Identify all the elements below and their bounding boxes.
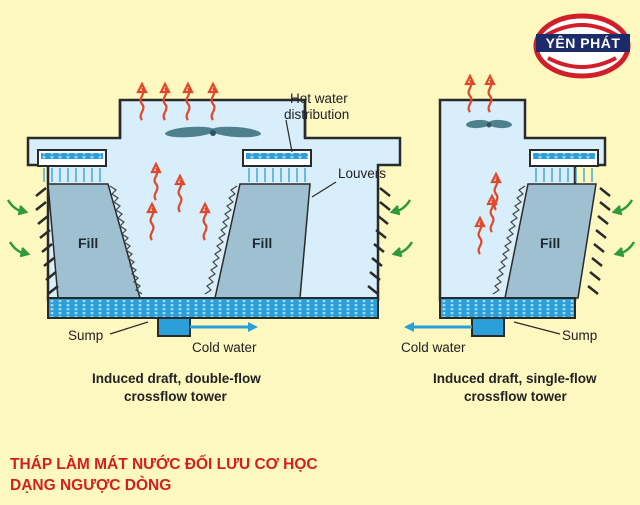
right-water-spray (535, 168, 593, 182)
left-drift-eliminator-2 (204, 185, 238, 295)
left-sump (157, 317, 191, 337)
right-caption-line-2: crossflow tower (464, 389, 568, 404)
left-sump-label: Sump (68, 328, 103, 343)
left-drift-eliminator-1 (109, 185, 143, 295)
left-cold-water-basin (47, 297, 379, 319)
left-caption-line-2: crossflow tower (124, 389, 228, 404)
left-caption-line-1: Induced draft, double-flow (92, 371, 261, 386)
logo-text: YÊN PHÁT (546, 34, 621, 51)
page-title-line-2: DẠNG NGƯỢC DÒNG (10, 477, 172, 494)
right-distribution-basin (529, 149, 599, 167)
right-drift-eliminator (492, 185, 526, 295)
hot-water-label: Hot water (290, 91, 348, 106)
right-fill-media (504, 183, 597, 299)
louvers-label: Louvers (338, 166, 386, 181)
left-fan-icon (165, 126, 261, 138)
left-distribution-basin-1 (37, 149, 107, 167)
left-water-spray (43, 168, 306, 182)
right-tower: Fill Sump Cold water Induced draft, sing… (401, 74, 636, 404)
right-cold-water-basin (439, 297, 576, 319)
page-title-line-1: THÁP LÀM MÁT NƯỚC ĐỐI LƯU CƠ HỌC (10, 456, 318, 473)
left-cold-water-arrow (190, 322, 258, 332)
right-cold-water-arrow (404, 322, 472, 332)
left-fill-label-2: Fill (252, 235, 272, 251)
yen-phat-logo: YÊN PHÁT (533, 13, 631, 79)
right-sump-label: Sump (562, 328, 597, 343)
right-cold-water-label: Cold water (401, 340, 466, 355)
left-tower: Hot water distribution Louvers Fill Fill… (6, 82, 414, 404)
left-distribution-basin-2 (242, 149, 312, 167)
left-cold-water-label: Cold water (192, 340, 257, 355)
right-sump (471, 317, 505, 337)
distribution-label: distribution (284, 107, 349, 122)
right-louvers-icon (587, 187, 611, 295)
left-fill-label-1: Fill (78, 235, 98, 251)
left-cold-air-arrows (6, 199, 414, 258)
right-fan-icon (466, 119, 512, 129)
right-caption-line-1: Induced draft, single-flow (433, 371, 597, 386)
right-fill-label: Fill (540, 235, 560, 251)
left-louvers-icon (35, 187, 391, 295)
right-cold-air-arrows (611, 199, 636, 258)
